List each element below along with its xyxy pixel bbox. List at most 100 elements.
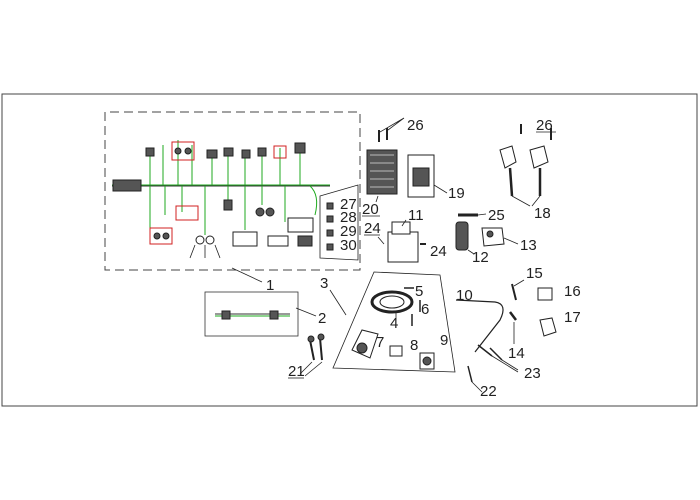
connector-29 (326, 229, 334, 237)
callout-4: 4 (390, 315, 398, 332)
leader-2 (295, 307, 317, 317)
callout-21: 21 (288, 363, 305, 380)
callout-26a: 26 (407, 117, 424, 134)
callout-12: 12 (472, 249, 489, 266)
harness-plug (297, 235, 313, 247)
harness-left-connector (112, 179, 142, 192)
callout-6: 6 (421, 301, 429, 318)
callout-7: 7 (376, 334, 384, 351)
harness-plug (195, 235, 205, 245)
sensor-15 (511, 283, 517, 301)
diagram-frame (1, 93, 698, 407)
callout-13: 13 (520, 237, 537, 254)
harness-connector-red (175, 205, 199, 221)
ecu-group: 11 24 24 (364, 207, 447, 263)
harness-plug (174, 147, 182, 155)
callout-17: 17 (564, 309, 581, 326)
stator-ring-inner (379, 295, 405, 309)
starter-group-outline (332, 271, 456, 373)
harness-plug (287, 217, 314, 233)
leader-13 (503, 237, 519, 245)
regulator-fins (370, 154, 394, 188)
harness-plug (206, 149, 218, 159)
spark-cap (499, 145, 517, 169)
sensor-21-head (307, 335, 315, 343)
harness-top-connectors (145, 141, 306, 161)
harness-lower-connectors (149, 199, 314, 259)
leader-20 (375, 195, 379, 203)
harness-down-branch (309, 185, 318, 216)
harness-fuse-box (232, 231, 258, 247)
sub-harness-plug (221, 310, 231, 320)
sub-harness-box (204, 291, 299, 337)
harness-plug (267, 235, 289, 247)
callout-3: 3 (320, 275, 328, 292)
harness-plug (223, 147, 234, 157)
speed-cable (455, 299, 504, 353)
callout-28: 28 (340, 209, 357, 226)
harness-plug (145, 147, 155, 157)
harness-plug (241, 149, 251, 159)
sensor-21-head (317, 333, 325, 341)
ignition-coil-terminal (486, 230, 494, 238)
leader-19 (433, 184, 448, 194)
harness-connector-red (171, 141, 195, 161)
callout-2: 2 (318, 310, 326, 327)
wiring-harness-group: 27 28 29 30 1 (104, 111, 361, 294)
spark-cap-group: 18 26 (499, 117, 556, 222)
harness-connector-red (149, 227, 173, 245)
callout-14: 14 (508, 345, 525, 362)
sensor-21-group: 21 (288, 333, 325, 380)
leader-11 (401, 219, 407, 227)
connector-panel-outline (319, 184, 359, 261)
callout-24a: 24 (364, 220, 381, 237)
leader-1 (231, 267, 263, 283)
harness-plug (257, 147, 267, 157)
relay-16 (537, 287, 553, 301)
harness-pigtails (189, 244, 221, 259)
callout-29: 29 (340, 223, 357, 240)
callout-23: 23 (524, 365, 541, 382)
sub-harness-group: 2 (204, 291, 326, 337)
callout-25: 25 (488, 207, 505, 224)
callout-16: 16 (564, 283, 581, 300)
sub-harness-plug (269, 310, 279, 320)
starter-motor-end (356, 342, 368, 354)
callout-24b: 24 (430, 243, 447, 260)
stator-ring (370, 290, 414, 314)
starter-relay (389, 345, 403, 357)
harness-plug (205, 235, 215, 245)
sensor-14 (509, 311, 517, 321)
callout-11: 11 (408, 207, 424, 224)
flasher-relay (455, 221, 469, 251)
sensors-23 (477, 344, 503, 361)
harness-connector-red (273, 145, 287, 159)
harness-plug (153, 232, 161, 240)
leader-3 (329, 289, 347, 316)
harness-plug (162, 232, 170, 240)
callout-10: 10 (456, 287, 473, 304)
harness-down-branches (149, 185, 318, 235)
callout-26b: 26 (536, 117, 553, 134)
callout-5: 5 (415, 283, 423, 300)
connector-30 (326, 243, 334, 251)
leader-18 (511, 195, 541, 207)
bolts-26 (378, 128, 388, 142)
coil-group: 12 13 25 (455, 207, 537, 266)
harness-plug (294, 142, 306, 154)
starter-group: 3 5 4 6 7 8 9 (320, 271, 456, 373)
bolts (404, 287, 421, 326)
callout-22: 22 (480, 383, 497, 400)
callout-15: 15 (526, 265, 543, 282)
harness-plug (255, 207, 265, 217)
harness-plug (184, 147, 192, 155)
callout-8: 8 (410, 337, 418, 354)
regulator-group: 19 20 26 (362, 117, 465, 218)
leader-24a (377, 236, 385, 245)
ignition-switch-key (422, 356, 432, 366)
leader-26a (379, 117, 405, 133)
cdi-unit-label (412, 167, 430, 187)
harness-dashed-box (104, 111, 361, 271)
spark-cap-lead (508, 167, 542, 197)
